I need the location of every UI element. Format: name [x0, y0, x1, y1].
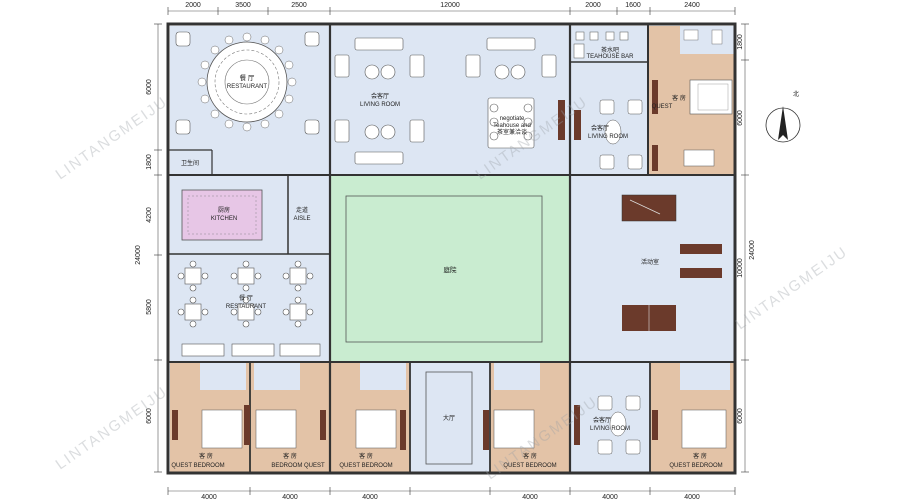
- dim-bottom-2: 4000: [282, 494, 298, 500]
- dim-bottom-3: 4000: [362, 494, 378, 500]
- guest-room-b5-cn: 客 房: [693, 452, 707, 460]
- dim-top-6: 1600: [625, 2, 641, 9]
- restaurant-bottom-en: RESTAURANT: [226, 304, 267, 310]
- negotiate-label-3: 茶室兼洽谈: [497, 128, 527, 136]
- bookshelf-2: [574, 110, 581, 140]
- guest-room-b1-cn: 客 房: [199, 452, 213, 460]
- guest-room-b2-cn: 客 房: [283, 452, 297, 460]
- kitchen-cn: 厨房: [218, 206, 230, 214]
- guest-room-b5-en: QUEST BEDROOM: [669, 463, 722, 469]
- guest-room-b4-cn: 客 房: [523, 452, 537, 460]
- living-room-main-cn: 会客厅: [371, 92, 389, 100]
- dim-bottom-6: 4000: [684, 494, 700, 500]
- bottom-dimension-labels: 4000 4000 4000 4000 4000 4000: [201, 494, 700, 500]
- teahouse-bar-cn: 茶水吧: [601, 46, 619, 54]
- teahouse-bar-furniture: [573, 31, 629, 59]
- dim-right-3: 24000: [749, 240, 756, 260]
- right-dimension-labels: 1800 6000 24000 10000 6000: [737, 34, 756, 424]
- living-room-furniture: [334, 37, 557, 165]
- dim-left-6: 6000: [146, 408, 153, 424]
- lobby-label: 大厅: [443, 414, 455, 422]
- aisle-area: [288, 176, 330, 254]
- living-room-bottom-furniture: [574, 395, 641, 455]
- living-room-bottom-cn: 会客厅: [593, 416, 611, 424]
- dimension-lines: [154, 7, 749, 495]
- restaurant-top-en: RESTAURANT: [227, 84, 268, 90]
- bathroom-left-area: [170, 150, 210, 174]
- watermark-1: LINTANGMEIJU: [53, 93, 172, 183]
- dim-top-1: 2000: [185, 2, 201, 9]
- guest-room-b1-en: QUEST BEDROOM: [171, 463, 224, 469]
- restaurant-top-cn: 餐 厅: [240, 73, 255, 82]
- guest-room-top-right-furniture: [652, 29, 733, 171]
- dim-left-5: 5800: [146, 299, 153, 315]
- restaurant-bottom-tables: [177, 260, 321, 357]
- guest-room-beds: [201, 409, 727, 449]
- guest-room-b3-en: QUEST BEDROOM: [339, 463, 392, 469]
- guest-room-wardrobes: [172, 405, 658, 450]
- courtyard-lawn: [345, 195, 543, 343]
- restaurant-bottom-cn: 餐 厅: [239, 294, 253, 302]
- dim-left-4: 24000: [135, 245, 142, 265]
- activity-room-furniture: [621, 194, 722, 331]
- dim-top-4: 12000: [440, 2, 460, 9]
- guest-room-b2-en: BEDROOM QUEST: [271, 463, 325, 469]
- bathroom-left-label: 卫生间: [181, 159, 199, 167]
- dim-top-3: 2500: [291, 2, 307, 9]
- left-dimension-labels: 6000 1800 4200 24000 5800 6000: [135, 79, 153, 424]
- guest-top-right-en: QUEST: [652, 104, 673, 110]
- dim-bottom-4: 4000: [522, 494, 538, 500]
- top-dimension-labels: 2000 3500 2500 12000 2000 1600 2400: [185, 2, 700, 9]
- living-room-right-furniture: [599, 99, 643, 170]
- dim-right-5: 6000: [737, 408, 744, 424]
- kitchen-counter: [181, 189, 263, 241]
- dim-right-1: 1800: [737, 34, 744, 50]
- kitchen-en: KITCHEN: [211, 216, 237, 222]
- guest-top-right-cn: 客 房: [672, 94, 686, 102]
- aisle-en: AISLE: [293, 216, 310, 222]
- aisle-cn: 走道: [296, 206, 308, 214]
- dim-right-2: 6000: [737, 110, 744, 126]
- bookshelf-1: [558, 100, 565, 140]
- dim-left-3: 4200: [146, 207, 153, 223]
- dim-right-4: 10000: [737, 258, 744, 278]
- negotiate-label-1: negotiate: [500, 116, 525, 122]
- watermark-3: LINTANGMEIJU: [53, 383, 172, 473]
- courtyard-label: 庭院: [444, 265, 458, 274]
- walls: [166, 22, 737, 475]
- dim-top-5: 2000: [585, 2, 601, 9]
- activity-room-label: 活动室: [641, 258, 659, 266]
- dim-bottom-5: 4000: [602, 494, 618, 500]
- lobby-pool: [425, 371, 473, 465]
- guest-room-b3-cn: 客 房: [359, 452, 373, 460]
- dim-left-1: 6000: [146, 79, 153, 95]
- courtyard-area: [330, 176, 570, 362]
- north-label: 北: [793, 90, 799, 98]
- living-room-bottom-en: LIVING ROOM: [590, 426, 630, 432]
- round-dining-table: [175, 31, 320, 135]
- dim-left-2: 1800: [146, 154, 153, 170]
- living-room-right-cn: 会客厅: [591, 124, 609, 132]
- dim-top-7: 2400: [684, 2, 700, 9]
- dim-bottom-1: 4000: [201, 494, 217, 500]
- living-room-right-en: LIVING ROOM: [588, 134, 628, 140]
- guest-room-b4-en: QUEST BEDROOM: [503, 463, 556, 469]
- living-room-main-en: LIVING ROOM: [360, 102, 400, 108]
- dim-top-2: 3500: [235, 2, 251, 9]
- negotiate-label-2: Teahouse and: [493, 123, 531, 129]
- north-arrow-icon: [765, 106, 801, 143]
- teahouse-bar-en: TEAHOUSE BAR: [586, 54, 634, 60]
